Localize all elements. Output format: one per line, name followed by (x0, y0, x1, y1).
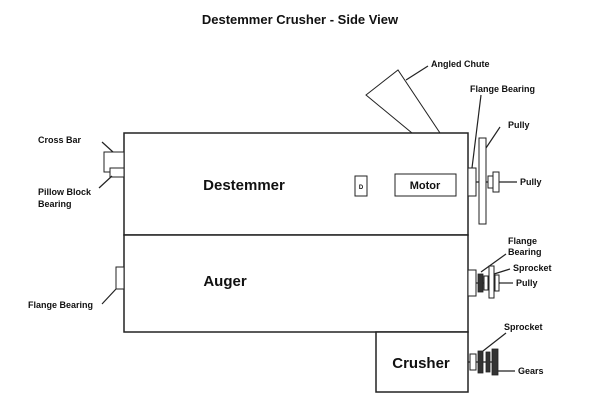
motor-switch-label: D (359, 185, 364, 191)
pully-small-part (492, 171, 500, 193)
sprocket-mid-part (477, 273, 484, 293)
flange-bearing-left-part (115, 266, 125, 290)
callout-flange-bearing-mid-line2: Bearing (508, 247, 542, 257)
callout-flange-bearing-left: Flange Bearing (28, 300, 93, 310)
flange-bearing-mid-part (467, 269, 477, 297)
crusher-housing (375, 331, 469, 393)
sprocket-low-part (477, 350, 484, 374)
callout-sprocket-low: Sprocket (504, 322, 543, 332)
motor-box (394, 173, 457, 197)
callout-pillow-block-line1: Pillow Block (38, 187, 92, 197)
motor-switch (354, 175, 368, 197)
callout-pully-top: Pully (508, 120, 530, 130)
crusher-bearing-part (469, 353, 477, 371)
destemmer-label: Destemmer (203, 177, 285, 194)
callout-pully-low: Pully (516, 278, 538, 288)
gears-part (491, 348, 499, 376)
callout-sprocket-mid: Sprocket (513, 263, 552, 273)
angled-chute (365, 69, 441, 134)
callout-gears: Gears (518, 366, 544, 376)
flange-bearing-top-part (467, 167, 477, 197)
callout-pillow-block-line2: Bearing (38, 199, 72, 209)
callout-pully-mid: Pully (520, 177, 542, 187)
callout-flange-bearing-top: Flange Bearing (470, 84, 535, 94)
pillow-block-part (109, 167, 125, 178)
crusher-label: Crusher (392, 355, 450, 372)
pully-large-part (478, 137, 487, 225)
auger-housing (123, 234, 469, 333)
callout-angled-chute: Angled Chute (431, 59, 490, 69)
auger-label: Auger (203, 273, 247, 290)
callout-cross-bar: Cross Bar (38, 135, 82, 145)
diagram-title: Destemmer Crusher - Side View (202, 12, 399, 27)
pully-hub-part (487, 175, 494, 189)
callout-flange-bearing-mid-line1: Flange (508, 236, 537, 246)
motor-label: Motor (410, 180, 441, 192)
pully-low-part (488, 265, 495, 299)
